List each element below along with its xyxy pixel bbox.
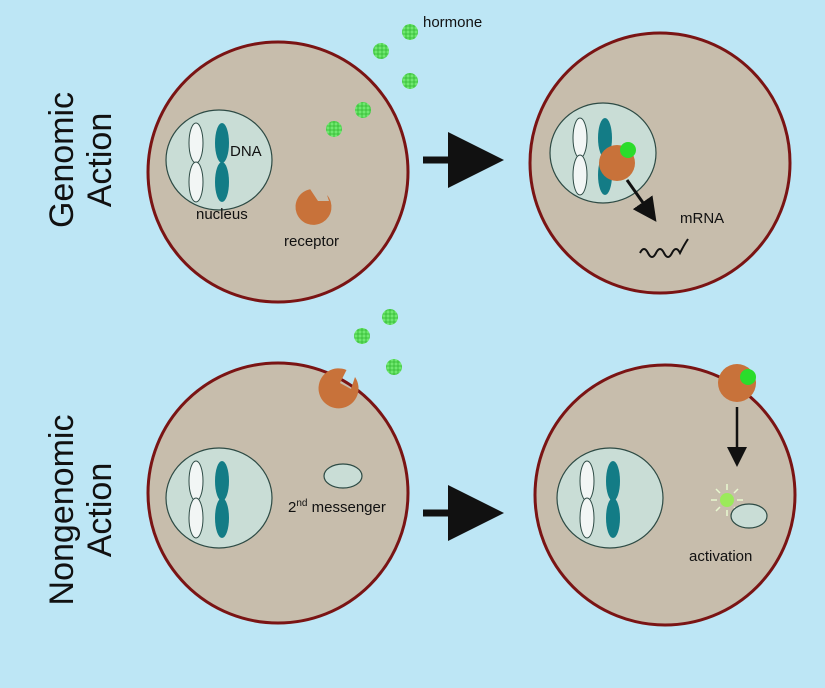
nongenomic-action-label: Nongenomic Action <box>43 415 119 606</box>
hormone-molecules <box>354 309 402 375</box>
nucleus: DNA nucleus <box>165 109 273 223</box>
genomic-cell-before: DNA nucleus receptor hormone <box>146 14 482 304</box>
receptor-hormone-complex <box>599 142 636 181</box>
activated-second-messenger <box>730 503 768 529</box>
hormone-label: hormone <box>423 14 482 31</box>
dna-chromosomes <box>188 460 229 539</box>
dna-label: DNA <box>230 143 262 160</box>
genomic-action-label: Genomic Action <box>43 92 119 228</box>
nucleus <box>165 447 273 549</box>
nongenomic-cell-before: 2nd messenger <box>146 309 410 625</box>
receptor <box>295 189 332 225</box>
hormone-molecules <box>326 24 418 137</box>
nongenomic-cell-after: activation <box>533 363 797 627</box>
mrna-label: mRNA <box>680 210 724 227</box>
nucleus-label: nucleus <box>196 206 248 223</box>
svg-text:Action: Action <box>81 463 119 558</box>
transcription-arrow <box>625 179 657 222</box>
bound-membrane-receptor <box>718 364 756 402</box>
genomic-cell-after: mRNA <box>528 31 792 295</box>
svg-text:Action: Action <box>81 113 119 208</box>
membrane-receptor <box>318 368 359 409</box>
dna-chromosomes <box>188 122 229 203</box>
dna-chromosomes <box>579 460 620 539</box>
nucleus <box>556 447 664 549</box>
activation-label: activation <box>689 548 752 565</box>
second-messenger-label: 2nd messenger <box>288 498 386 516</box>
receptor-label: receptor <box>284 233 339 250</box>
svg-text:Genomic: Genomic <box>43 92 81 228</box>
second-messenger <box>323 463 363 489</box>
mrna-strand <box>639 238 689 258</box>
svg-text:Nongenomic: Nongenomic <box>43 415 81 606</box>
